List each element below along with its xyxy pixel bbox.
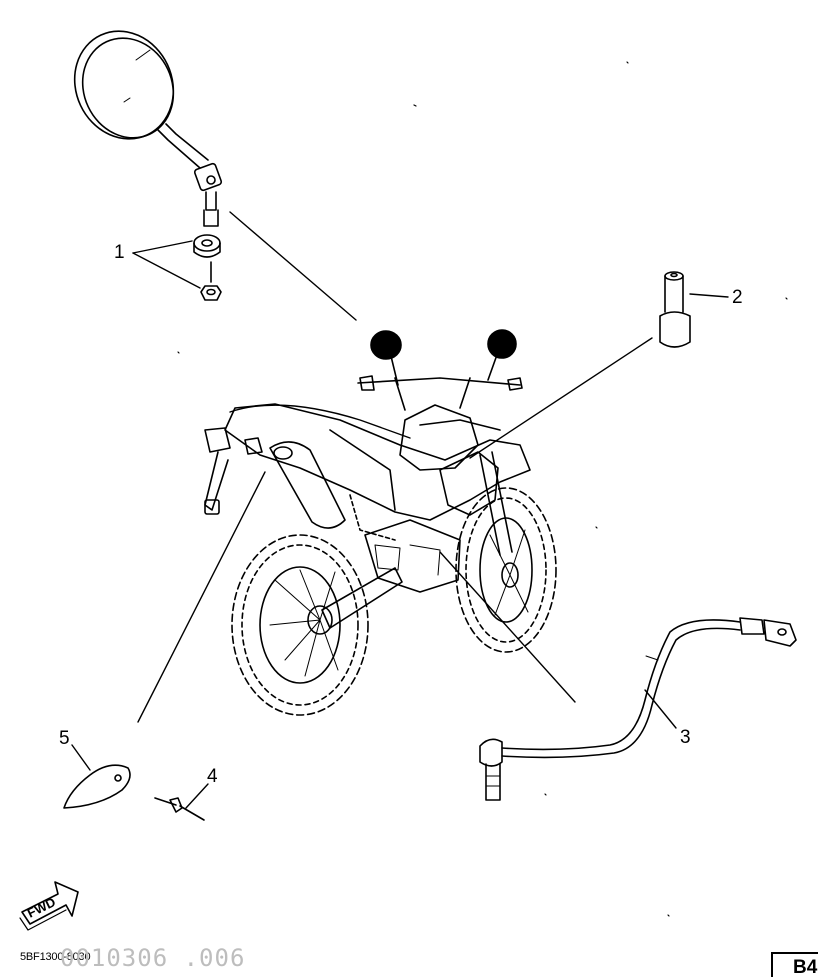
callout-3-pointer <box>439 551 576 703</box>
washer-nut-set <box>193 234 222 301</box>
screw-part <box>154 797 205 821</box>
callout-4-leader <box>185 783 209 809</box>
scan-specks <box>177 61 788 917</box>
callout-number-2: 2 <box>732 287 743 308</box>
callout-3-leader <box>644 689 677 729</box>
callout-number-1: 1 <box>114 242 125 263</box>
forward-arrow-icon: FWD <box>19 881 79 931</box>
right-mirror-head <box>487 329 517 359</box>
callout-number-4: 4 <box>207 766 218 787</box>
catalog-stamp: 0010306 .006 <box>60 944 246 972</box>
callout-2-leader <box>689 293 729 298</box>
left-mirror-head <box>370 330 402 360</box>
callout-1-leaders <box>132 211 357 321</box>
motorcycle <box>204 351 557 716</box>
page-tag: B4 <box>771 952 818 977</box>
callout-5-pointer <box>137 471 266 723</box>
cable-assembly <box>479 617 797 801</box>
cover-plate <box>63 764 131 809</box>
callout-2-pointer <box>469 337 653 459</box>
callout-number-3: 3 <box>680 727 691 748</box>
front-wheel <box>455 487 557 653</box>
callout-number-5: 5 <box>59 728 70 749</box>
mirror-assembly <box>73 30 223 227</box>
cap-part <box>659 271 691 348</box>
part-code-label: 5BF1300-8030 <box>20 951 91 963</box>
rear-wheel <box>231 534 369 716</box>
callout-5-leader <box>71 744 91 771</box>
